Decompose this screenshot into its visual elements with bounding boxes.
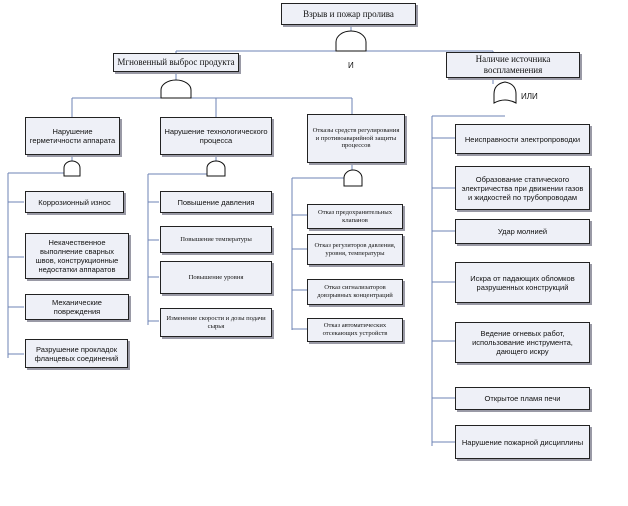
cause-box: Повышение уровня <box>160 261 272 294</box>
and-gate-icon <box>206 160 226 177</box>
left-branch-box: Мгновенный выброс продукта <box>113 53 239 72</box>
cause-box: Отказ регуляторов давления, уровня, темп… <box>307 234 403 265</box>
cause-box: Изменение скорости и дозы подачи сырья <box>160 308 272 337</box>
cause-box: Повышение давления <box>160 191 272 213</box>
column-title-process: Нарушение технологического процесса <box>160 117 272 155</box>
cause-box: Отказ сигнализаторов довзрывных концентр… <box>307 279 403 305</box>
ignition-source-box: Открытое пламя печи <box>455 387 590 410</box>
ignition-source-box: Ведение огневых работ, использование инс… <box>455 322 590 363</box>
ignition-source-box: Удар молнией <box>455 219 590 244</box>
cause-box: Повышение температуры <box>160 226 272 253</box>
column-title-protection: Отказы средств регулирования и противоав… <box>307 114 405 163</box>
column-title-sealing: Нарушение герметичности аппарата <box>25 117 120 155</box>
cause-box: Разрушение прокладок фланцевых соединени… <box>25 339 128 368</box>
and-gate-icon <box>343 169 363 187</box>
ignition-source-box: Образование статического электричества п… <box>455 166 590 210</box>
cause-box: Отказ предохранительных клапанов <box>307 204 403 229</box>
or-gate-label: ИЛИ <box>521 92 538 101</box>
ignition-source-box: Неисправности электропроводки <box>455 124 590 154</box>
top-event-box: Взрыв и пожар пролива <box>281 3 416 25</box>
cause-box: Механические повреждения <box>25 294 129 320</box>
and-gate-icon <box>63 160 81 177</box>
ignition-source-box: Искра от падающих обломков разрушенных к… <box>455 262 590 303</box>
or-gate-icon <box>493 81 517 104</box>
and-gate-icon <box>335 30 367 52</box>
cause-box: Коррозионный износ <box>25 191 124 213</box>
ignition-source-box: Нарушение пожарной дисциплины <box>455 425 590 459</box>
and-gate-label: И <box>348 61 354 70</box>
cause-box: Отказ автоматических отсекающих устройст… <box>307 318 403 342</box>
right-branch-box: Наличие источника воспламенения <box>446 52 580 78</box>
cause-box: Некачественное выполнение сварных швов, … <box>25 233 129 279</box>
connector-lines <box>7 25 505 446</box>
and-gate-icon <box>160 79 192 99</box>
